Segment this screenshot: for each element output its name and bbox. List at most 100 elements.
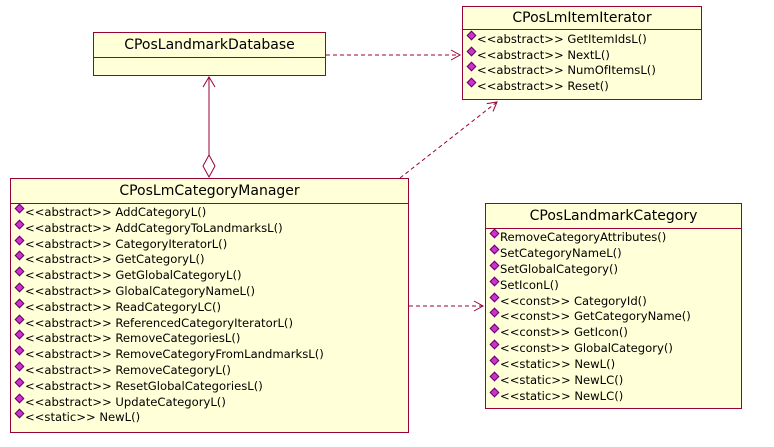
operation-icon bbox=[14, 203, 25, 214]
operation-icon bbox=[14, 393, 25, 404]
operation-signature: <<const>> GetCategoryName() bbox=[500, 309, 691, 324]
operation: <<abstract>> GetGlobalCategoryL() bbox=[11, 266, 408, 284]
operation-icon bbox=[14, 235, 25, 246]
class-cposlmitemiterator[interactable]: CPosLmItemIterator <<abstract>> GetItemI… bbox=[462, 6, 702, 100]
operation-icon bbox=[466, 77, 477, 88]
operation: <<abstract>> UpdateCategoryL() bbox=[11, 393, 408, 411]
operation: <<abstract>> GetItemIdsL() bbox=[463, 30, 701, 48]
operations-compartment: RemoveCategoryAttributes() SetCategoryNa… bbox=[486, 228, 741, 405]
operation: <<abstract>> RemoveCategoryFromLandmarks… bbox=[11, 345, 408, 363]
operation: <<abstract>> NextL() bbox=[463, 46, 701, 64]
operations-compartment: <<abstract>> GetItemIdsL() <<abstract>> … bbox=[463, 30, 701, 95]
operation: <<abstract>> ReferencedCategoryIteratorL… bbox=[11, 314, 408, 332]
operation: <<abstract>> GlobalCategoryNameL() bbox=[11, 282, 408, 300]
operation: <<static>> NewLC() bbox=[486, 371, 741, 389]
operation: <<static>> NewL() bbox=[486, 355, 741, 373]
operation-signature: <<abstract>> NextL() bbox=[477, 47, 610, 62]
operation-icon bbox=[14, 345, 25, 356]
dependency-manager-to-iterator bbox=[399, 101, 498, 179]
operation-signature: <<abstract>> AddCategoryL() bbox=[25, 205, 207, 219]
class-name: CPosLandmarkDatabase bbox=[94, 33, 325, 58]
operation-icon bbox=[14, 314, 25, 325]
operation-icon bbox=[489, 323, 500, 334]
operation: RemoveCategoryAttributes() bbox=[486, 228, 741, 246]
operation-icon bbox=[489, 292, 500, 303]
operation-signature: <<abstract>> RemoveCategoryL() bbox=[25, 362, 231, 377]
operation: <<const>> GlobalCategory() bbox=[486, 339, 741, 357]
aggregation-diamond bbox=[202, 153, 216, 179]
operation-icon bbox=[14, 329, 25, 340]
operation-signature: SetIconL() bbox=[500, 277, 559, 292]
operation-signature: <<const>> GetIcon() bbox=[500, 325, 628, 340]
operation: SetIconL() bbox=[486, 276, 741, 294]
operation-signature: <<abstract>> GetGlobalCategoryL() bbox=[25, 268, 242, 283]
operation: SetCategoryNameL() bbox=[486, 244, 741, 262]
operation-signature: <<const>> CategoryId() bbox=[500, 293, 647, 308]
operation: <<abstract>> AddCategoryL() bbox=[11, 203, 408, 221]
operation: <<abstract>> ResetGlobalCategoriesL() bbox=[11, 377, 408, 395]
operation-signature: <<abstract>> ResetGlobalCategoriesL() bbox=[25, 378, 263, 393]
operation-signature: SetCategoryNameL() bbox=[500, 245, 622, 260]
operation-icon bbox=[489, 387, 500, 398]
operation-icon bbox=[489, 371, 500, 382]
operation-icon bbox=[466, 46, 477, 57]
operation-signature: SetGlobalCategory() bbox=[500, 261, 619, 276]
class-name: CPosLmItemIterator bbox=[463, 7, 701, 30]
class-cposlandmarkcategory[interactable]: CPosLandmarkCategory RemoveCategoryAttri… bbox=[485, 203, 742, 409]
aggregation-arrowhead bbox=[202, 76, 216, 88]
operation-signature: <<static>> NewLC() bbox=[500, 388, 624, 403]
operation-icon bbox=[489, 276, 500, 287]
operation-icon bbox=[14, 219, 25, 230]
class-name: CPosLandmarkCategory bbox=[486, 204, 741, 229]
operation: <<const>> CategoryId() bbox=[486, 292, 741, 310]
operation: <<abstract>> NumOfItemsL() bbox=[463, 61, 701, 79]
operation-icon bbox=[14, 377, 25, 388]
operation-signature: <<abstract>> UpdateCategoryL() bbox=[25, 394, 226, 409]
operation-signature: <<abstract>> ReadCategoryLC() bbox=[25, 299, 222, 314]
operations-compartment: <<abstract>> AddCategoryL() <<abstract>>… bbox=[11, 203, 408, 426]
operation: <<abstract>> ReadCategoryLC() bbox=[11, 298, 408, 316]
operation-icon bbox=[14, 361, 25, 372]
operation-signature: <<abstract>> Reset() bbox=[477, 79, 609, 94]
operation-icon bbox=[466, 61, 477, 72]
operation-icon bbox=[14, 298, 25, 309]
class-cposlandmarkdatabase[interactable]: CPosLandmarkDatabase bbox=[93, 32, 326, 76]
operation-signature: <<abstract>> RemoveCategoryFromLandmarks… bbox=[25, 347, 324, 362]
operation-icon bbox=[489, 355, 500, 366]
operation-signature: <<abstract>> GetItemIdsL() bbox=[477, 32, 647, 46]
operation-icon bbox=[466, 30, 477, 41]
operation-signature: <<abstract>> GetCategoryL() bbox=[25, 252, 205, 267]
operation-signature: <<const>> GlobalCategory() bbox=[500, 341, 673, 356]
operation-signature: <<abstract>> RemoveCategoriesL() bbox=[25, 331, 241, 346]
operation-signature: <<static>> NewL() bbox=[500, 357, 616, 372]
operation-icon bbox=[489, 339, 500, 350]
operation: <<abstract>> GetCategoryL() bbox=[11, 250, 408, 268]
operation: <<const>> GetCategoryName() bbox=[486, 308, 741, 325]
operation-signature: <<abstract>> AddCategoryToLandmarksL() bbox=[25, 220, 283, 235]
operation: <<abstract>> RemoveCategoryL() bbox=[11, 361, 408, 379]
class-name: CPosLmCategoryManager bbox=[11, 179, 408, 204]
operation: SetGlobalCategory() bbox=[486, 260, 741, 278]
operation: <<abstract>> AddCategoryToLandmarksL() bbox=[11, 219, 408, 237]
class-cposlmcategorymanager[interactable]: CPosLmCategoryManager <<abstract>> AddCa… bbox=[10, 178, 409, 433]
operation: <<static>> NewL() bbox=[11, 408, 408, 426]
operation-icon bbox=[489, 228, 500, 239]
operation-signature: <<static>> NewL() bbox=[25, 410, 141, 425]
operation: <<abstract>> Reset() bbox=[463, 77, 701, 95]
operation: <<abstract>> CategoryIteratorL() bbox=[11, 235, 408, 253]
operation-icon bbox=[489, 244, 500, 255]
operation-icon bbox=[14, 250, 25, 261]
operation-signature: <<abstract>> NumOfItemsL() bbox=[477, 63, 656, 78]
operation-signature: <<abstract>> CategoryIteratorL() bbox=[25, 236, 228, 251]
operation-icon bbox=[14, 266, 25, 277]
operation: <<abstract>> RemoveCategoriesL() bbox=[11, 329, 408, 347]
operation-signature: <<abstract>> GlobalCategoryNameL() bbox=[25, 283, 256, 298]
operation-icon bbox=[14, 282, 25, 293]
operation-icon bbox=[489, 260, 500, 271]
operation: <<const>> GetIcon() bbox=[486, 323, 741, 341]
operation-signature: <<static>> NewLC() bbox=[500, 373, 624, 388]
operation-icon bbox=[489, 308, 500, 318]
operation: <<static>> NewLC() bbox=[486, 387, 741, 405]
